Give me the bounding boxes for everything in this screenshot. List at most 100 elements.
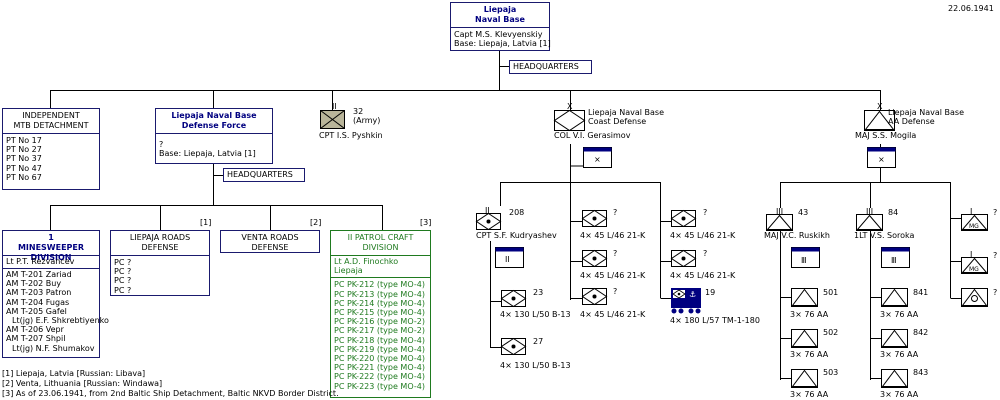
list-item: PT No 37 [6, 154, 42, 164]
aa-battery-502-symbol [791, 329, 818, 348]
army-note: (Army) [353, 116, 381, 125]
aa-battery-501-symbol [791, 288, 818, 307]
list-item: PT No 47 [6, 163, 42, 173]
aa-regiment-43-hq-symbol: Ⅲ [791, 247, 820, 268]
date-label: 22.06.1941 [948, 4, 994, 13]
svg-text:II: II [332, 102, 337, 111]
aa-battery-841-symbol [881, 288, 908, 307]
coast-hq-symbol: × [583, 147, 612, 168]
list-item: PT No 17 [6, 136, 42, 145]
battery-d1-caption: 4× 45 L/46 21-K [670, 231, 736, 240]
svg-text:II: II [485, 206, 490, 215]
list-item: PC PK-215 (type MO-4) [334, 308, 425, 318]
svg-text:MG: MG [969, 266, 979, 273]
list-item: AM T-201 Zariad [6, 270, 72, 279]
aa-regiment-43-number: 43 [798, 208, 809, 217]
battalion-208-hq-symbol: II [495, 247, 524, 268]
svg-text:I: I [970, 250, 972, 259]
defense-force-commander: ? [159, 140, 164, 149]
aa-regiment-84-symbol: III [856, 207, 883, 231]
aa-battery-503-caption: 3× 76 AA [790, 390, 829, 399]
svg-text:×: × [594, 155, 601, 164]
battery-c2-caption: 4× 45 L/46 21-K [580, 271, 646, 280]
list-item: PT No 67 [6, 172, 42, 182]
battery-c1-caption: 4× 45 L/46 21-K [580, 231, 646, 240]
svg-text:×: × [878, 155, 885, 164]
list-item: AM T-206 Vepr [6, 325, 64, 335]
aa-title1: Liepaja Naval Base [888, 108, 965, 117]
footnote-2: [2] Venta, Lithuania [Russian: Windawa] [2, 379, 163, 388]
coast-title2: Coast Defense [588, 117, 647, 126]
list-item: PT No 27 [6, 145, 42, 155]
list-item: PC ? [114, 276, 132, 286]
railway-battery-19-symbol: ⚓ [671, 288, 701, 314]
patrol-base: Liepaja [334, 266, 363, 276]
list-item: PC PK-212 (type MO-4) [334, 280, 425, 290]
battery-d2-caption: 4× 45 L/46 21-K [670, 271, 736, 280]
list-item: AM T-202 Buy [6, 279, 62, 289]
aa-regiment-84-commander: 1LT V.S. Soroka [854, 231, 915, 240]
battery-23-caption: 4× 130 L/50 B-13 [500, 310, 571, 319]
aa-battery-843-symbol [881, 369, 908, 388]
battery-c3-number: ? [613, 287, 618, 296]
footnote-3: [3] As of 23.06.1941, from 2nd Baltic Sh… [2, 389, 339, 398]
aa-title2: AA Defense [888, 117, 935, 126]
list-item: AM T-207 Shpil [6, 334, 66, 344]
aa-unit-3-number: ? [993, 288, 998, 297]
patrol-note: [3] [420, 218, 432, 227]
svg-text:III: III [866, 207, 873, 216]
aa-unit-3-symbol [961, 288, 988, 307]
battery-d2-symbol [670, 249, 697, 268]
aa-commander: MAJ S.S. Mogila [855, 131, 917, 140]
coast-commander: COL V.I. Gerasimov [554, 131, 631, 140]
aa-battery-843-caption: 3× 76 AA [880, 390, 919, 399]
list-item: AM T-203 Patron [6, 288, 72, 298]
battery-c3-symbol [581, 287, 608, 306]
aa-battery-501-number: 501 [823, 288, 839, 297]
aa-regiment-84-number: 84 [888, 208, 899, 217]
aa-mg-unit-1-symbol: I MG [961, 207, 988, 231]
footnote-1: [1] Liepaja, Latvia [Russian: Libava] [2, 369, 146, 378]
svg-text:III: III [776, 207, 783, 216]
railway-battery-19-number: 19 [705, 288, 716, 297]
aa-battery-502-number: 502 [823, 328, 839, 337]
list-item: PC PK-223 (type MO-4) [334, 381, 425, 391]
battalion-208-symbol: II [475, 206, 502, 231]
list-item: PC PK-218 (type MO-4) [334, 335, 425, 345]
battery-27-number: 27 [533, 337, 544, 346]
battery-d1-symbol [670, 209, 697, 228]
battery-c2-number: ? [613, 249, 618, 258]
aa-battery-501-caption: 3× 76 AA [790, 310, 829, 319]
defense-force-base: Base: Liepaja, Latvia [1] [159, 149, 256, 159]
list-item: Lt(jg) E.F. Shkrebtiyenko [12, 316, 109, 326]
svg-text:I: I [970, 207, 972, 216]
minesweeper-commander: Lt P.T. Rezvancev [3, 256, 99, 269]
battery-27-symbol [500, 337, 527, 356]
coast-defense-symbol: X [553, 102, 586, 132]
liepaja-roads-note: [1] [200, 218, 212, 227]
list-item: PC ? [114, 267, 132, 277]
aa-mg-unit-2-number: ? [993, 251, 998, 260]
list-item: PC PK-222 (type MO-4) [334, 372, 425, 382]
svg-text:X: X [877, 102, 883, 111]
svg-text:X: X [567, 102, 573, 111]
battery-c1-number: ? [613, 208, 618, 217]
aa-mg-unit-2-symbol: I MG [961, 250, 988, 274]
aa-battery-503-number: 503 [823, 368, 839, 377]
mtb-list: PT No 17 PT No 27 PT No 37 PT No 47 PT N… [3, 134, 99, 182]
svg-text:⚓: ⚓ [689, 290, 696, 299]
battery-d1-number: ? [703, 208, 708, 217]
list-item: PC PK-217 (type MO-2) [334, 326, 425, 336]
list-item: PC ? [114, 285, 132, 295]
list-item: PC PK-221 (type MO-4) [334, 363, 425, 373]
army-commander: CPT I.S. Pyshkin [319, 131, 383, 140]
